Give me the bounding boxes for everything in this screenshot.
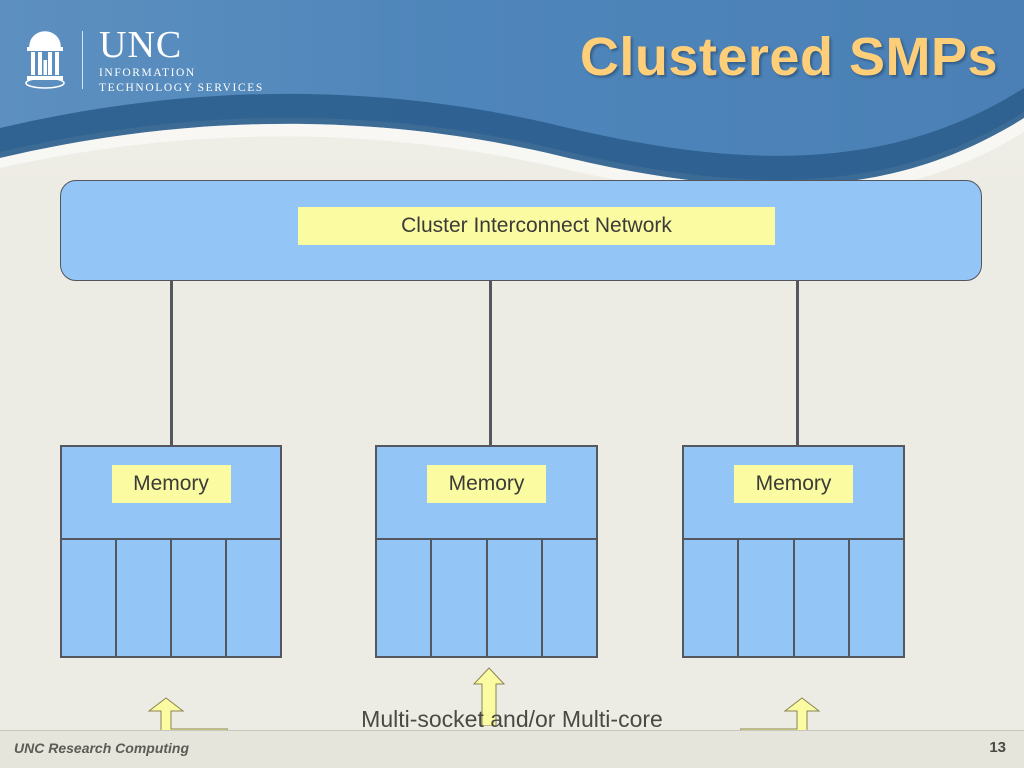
logo-subtitle-line2: TECHNOLOGY SERVICES <box>99 81 264 94</box>
logo-wordmark-block: UNC INFORMATION TECHNOLOGY SERVICES <box>99 26 264 94</box>
slide-header: UNC INFORMATION TECHNOLOGY SERVICES Clus… <box>0 0 1024 190</box>
memory-region-2: Memory <box>377 447 596 540</box>
core-cell <box>117 540 172 656</box>
core-cell <box>684 540 740 656</box>
core-cell <box>62 540 117 656</box>
page-title: Clustered SMPs <box>579 27 998 87</box>
logo-divider <box>82 31 83 89</box>
core-row-2 <box>377 540 596 656</box>
connector-line-node-1 <box>170 281 173 445</box>
smp-node-1: Memory <box>60 445 282 658</box>
core-row-3 <box>684 540 903 656</box>
elbow-arrow-up-left <box>147 697 228 739</box>
footer-organization-label: UNC Research Computing <box>14 740 190 756</box>
connector-line-node-3 <box>796 281 799 445</box>
smp-node-3: Memory <box>682 445 905 658</box>
core-cell <box>850 540 903 656</box>
old-well-rotunda-icon <box>25 31 65 89</box>
connector-line-node-2 <box>489 281 492 445</box>
memory-region-1: Memory <box>62 447 280 540</box>
cluster-interconnect-label: Cluster Interconnect Network <box>298 207 775 245</box>
arrow-up-middle <box>472 667 506 726</box>
core-cell <box>488 540 543 656</box>
core-cell <box>432 540 488 656</box>
logo-unc-text: UNC <box>99 24 183 66</box>
core-row-1 <box>62 540 280 656</box>
core-cell <box>377 540 433 656</box>
memory-label-1: Memory <box>111 465 231 503</box>
core-cell <box>543 540 596 656</box>
diagram-caption: Multi-socket and/or Multi-core <box>361 706 663 732</box>
core-cell <box>795 540 850 656</box>
core-cell <box>227 540 280 656</box>
elbow-arrow-up-right <box>740 697 821 739</box>
core-cell <box>172 540 227 656</box>
footer-band <box>0 731 1024 768</box>
memory-label-3: Memory <box>734 465 853 503</box>
footer-divider <box>0 730 1024 731</box>
unc-its-logo: UNC INFORMATION TECHNOLOGY SERVICES <box>22 24 302 96</box>
memory-region-3: Memory <box>684 447 903 540</box>
logo-subtitle-line1: INFORMATION <box>99 67 196 79</box>
header-wave-graphic <box>0 0 1024 190</box>
slide-number: 13 <box>989 739 1006 756</box>
smp-node-2: Memory <box>375 445 598 658</box>
memory-label-2: Memory <box>427 465 546 503</box>
core-cell <box>739 540 795 656</box>
